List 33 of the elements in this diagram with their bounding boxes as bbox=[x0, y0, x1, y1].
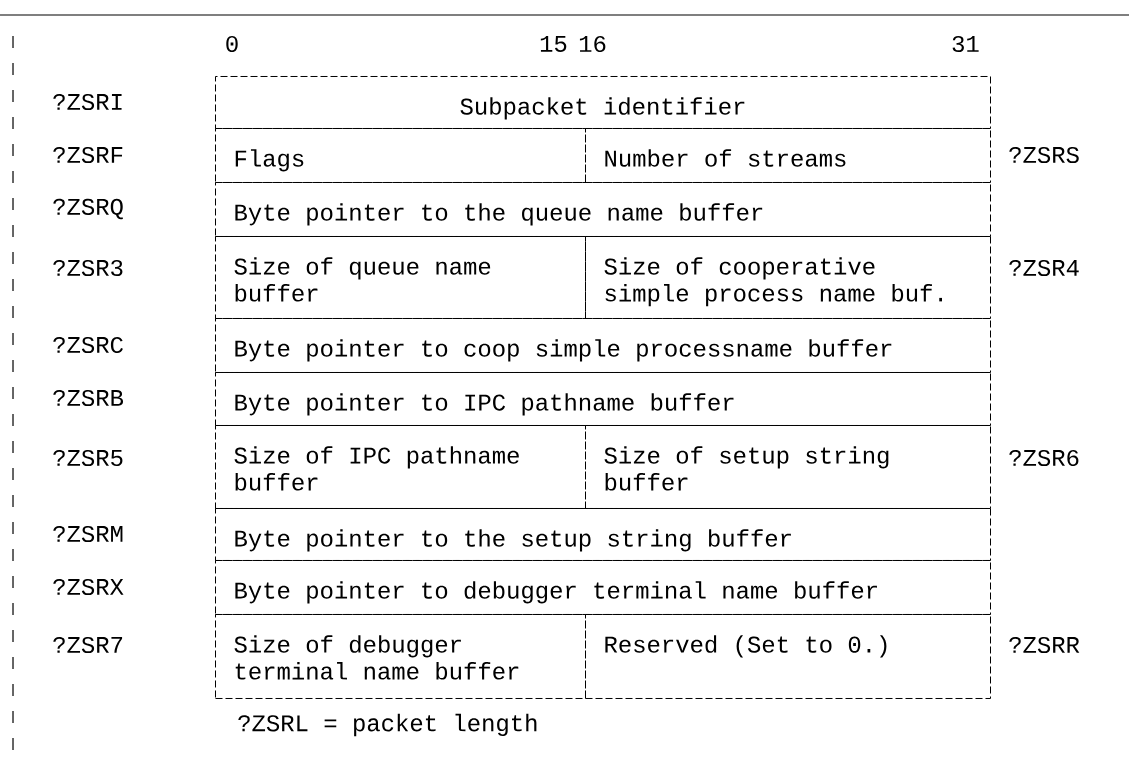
field-cell: Byte pointer to coop simple processname buffer bbox=[215, 318, 991, 373]
field-cell: Byte pointer to the setup string buffer bbox=[215, 508, 991, 561]
field-name: ?ZSRB bbox=[53, 389, 124, 407]
note: ?ZSRL = packet length bbox=[238, 713, 537, 737]
field-name: ?ZSRX bbox=[53, 578, 124, 596]
field-cell: Number of streams bbox=[585, 128, 991, 183]
bit-number: 0 bbox=[226, 35, 238, 53]
field-cell: Byte pointer to IPC pathname buffer bbox=[215, 372, 991, 426]
field-cell: Flags bbox=[215, 128, 586, 183]
field-cell: Size of debugger terminal name buffer bbox=[215, 614, 586, 699]
field-name: ?ZSR7 bbox=[53, 636, 123, 654]
field-name: ?ZSRI bbox=[53, 93, 122, 111]
field-name: ?ZSRC bbox=[53, 336, 123, 354]
field-cell: Subpacket identifier bbox=[215, 76, 991, 129]
field-name: ?ZSRF bbox=[53, 146, 123, 164]
field-name: ?ZSR6 bbox=[1009, 449, 1079, 467]
field-cell: Byte pointer to debugger terminal name buffer bbox=[215, 560, 991, 615]
field-name: ?ZSRS bbox=[1009, 146, 1079, 164]
field-name: ?ZSR4 bbox=[1009, 259, 1079, 277]
field-name: ?ZSRR bbox=[1009, 636, 1080, 654]
field-name: ?ZSR3 bbox=[53, 259, 123, 277]
field-name: ?ZSR5 bbox=[53, 449, 123, 467]
field-cell: Size of IPC pathname buffer bbox=[215, 425, 586, 509]
field-cell: Size of setup string buffer bbox=[585, 425, 991, 509]
bit-number: 15 bbox=[540, 36, 567, 52]
field-cell: Byte pointer to the queue name buffer bbox=[215, 182, 991, 237]
field-cell: Size of cooperative simple process name buf. bbox=[585, 236, 991, 319]
field-cell: Size of queue name buffer bbox=[215, 236, 586, 319]
bit-number: 16 bbox=[579, 35, 606, 53]
field-name: ?ZSRQ bbox=[53, 198, 123, 220]
field-cell: Reserved (Set to 0.) bbox=[585, 614, 991, 699]
bit-number: 31 bbox=[952, 35, 979, 53]
field-name: ?ZSRM bbox=[53, 525, 123, 543]
